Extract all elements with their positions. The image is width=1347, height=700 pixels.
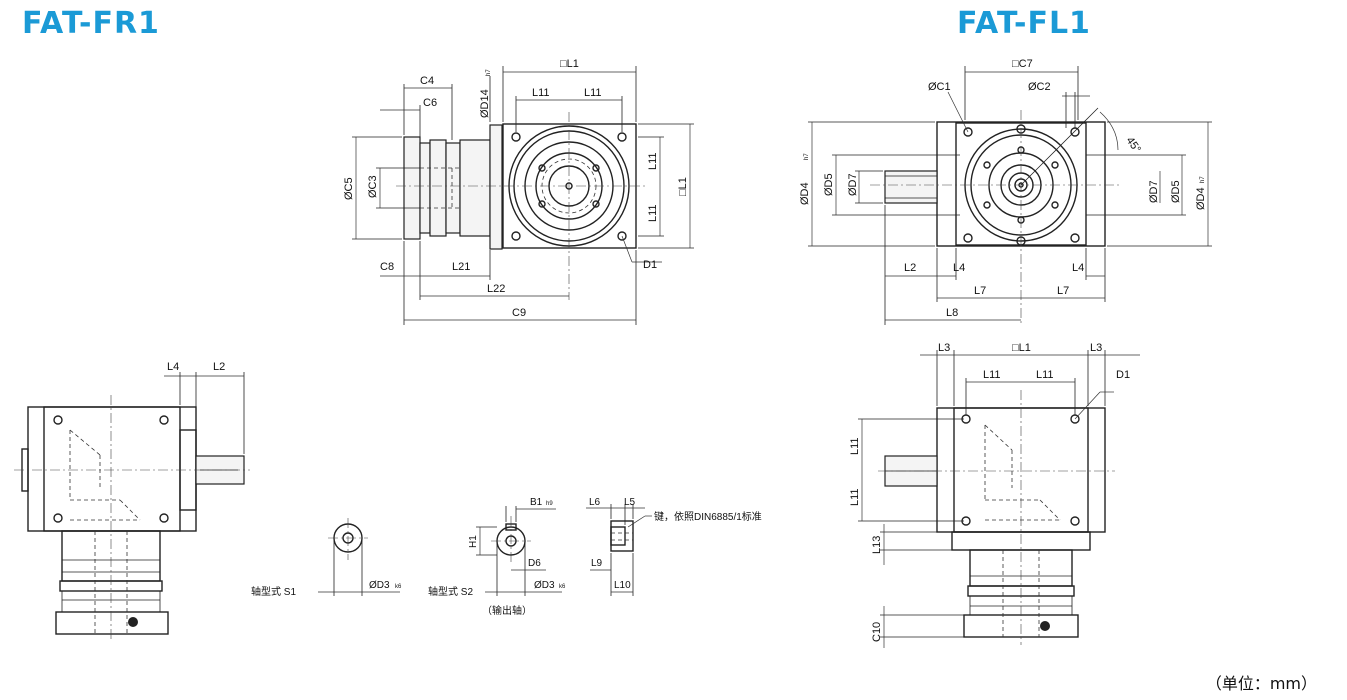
- svg-text:k6: k6: [559, 584, 566, 590]
- dim-OD4: ØD4: [799, 182, 811, 205]
- dim-L10: L10: [614, 580, 631, 591]
- dim-OD7: ØD7: [1148, 180, 1160, 203]
- dim-OD5: ØD5: [823, 173, 835, 196]
- dim-L11: L11: [1036, 369, 1054, 381]
- dim-OD3: ØD3: [534, 580, 555, 591]
- dim-L22: L22: [487, 283, 505, 295]
- dim-L6: L6: [589, 497, 601, 508]
- dim-L4: L4: [167, 361, 179, 373]
- label-shaft-s2: 轴型式 S2: [428, 585, 473, 598]
- dim-L4: L4: [953, 262, 965, 274]
- model-title-fat-fr1: FAT-FR1: [22, 6, 160, 41]
- shaft-details: [318, 504, 652, 596]
- model-title-fat-fl1: FAT-FL1: [957, 6, 1091, 41]
- dim-L3: L3: [1090, 342, 1102, 354]
- dim-L8: L8: [946, 307, 958, 319]
- label-shaft-s1: 轴型式 S1: [251, 585, 296, 598]
- dim-C8: C8: [380, 261, 394, 273]
- dim-L5: L5: [624, 497, 636, 508]
- dim-OC2: ØC2: [1028, 81, 1051, 93]
- dim-C10: C10: [871, 622, 883, 642]
- dim-OC5: ØC5: [343, 177, 355, 200]
- label-key-note: 键，依照DIN6885/1标准: [654, 510, 762, 523]
- dim-L11: L11: [584, 87, 602, 99]
- dim-D1: D1: [643, 259, 657, 271]
- svg-text:□L1: □L1: [560, 58, 579, 70]
- dim-L9: L9: [591, 558, 603, 569]
- dim-L7: L7: [1057, 285, 1069, 297]
- tol-h7: h7: [486, 69, 492, 76]
- dim-OD3: ØD3: [369, 580, 390, 591]
- fl1-side-labels: L3 □L1 L3 L11 L11 D1 L11 L11 L13 C10: [849, 342, 1130, 642]
- svg-text:k6: k6: [395, 584, 402, 590]
- unit-note: （单位：mm）: [1205, 674, 1317, 693]
- dim-L2: L2: [213, 361, 225, 373]
- dim-angle: 45°: [1124, 135, 1143, 156]
- svg-text:□L1: □L1: [677, 177, 689, 196]
- shaft-labels: 轴型式 S1 ØD3 k6 轴型式 S2 ØD3 k6 （输出轴） B1 h9 …: [251, 497, 762, 617]
- fl1-top-view: [808, 66, 1212, 325]
- dim-OC1: ØC1: [928, 81, 951, 93]
- dim-OC3: ØC3: [367, 175, 379, 198]
- dim-H1: H1: [468, 535, 479, 548]
- dim-OD14: ØD14: [479, 89, 491, 118]
- svg-text:h7: h7: [804, 153, 810, 160]
- svg-text:□C7: □C7: [1012, 58, 1033, 70]
- dim-L21: L21: [452, 261, 470, 273]
- dim-L3: L3: [938, 342, 950, 354]
- dim-L11: L11: [983, 369, 1001, 381]
- dim-OD4: ØD4: [1195, 187, 1207, 210]
- svg-text:h9: h9: [546, 501, 553, 507]
- svg-text:□L1: □L1: [1012, 342, 1031, 354]
- fl1-side-view: [858, 350, 1140, 648]
- dim-L13: L13: [871, 536, 883, 554]
- svg-text:h7: h7: [1200, 176, 1206, 183]
- dim-L11: L11: [849, 488, 861, 506]
- fr1-top-labels: □L1 L11 L11 C4 C6 ØD14 h7 L11 L11 □L1 ØC…: [343, 58, 689, 319]
- dim-C6: C6: [423, 97, 437, 109]
- dim-C4: C4: [420, 75, 434, 87]
- dim-L11: L11: [849, 437, 861, 455]
- fl1-top-labels: □C7 ØC1 ØC2 45° ØD4 h7 ØD5 ØD7 ØD7 ØD5 Ø…: [799, 58, 1207, 319]
- dim-L4: L4: [1072, 262, 1084, 274]
- dim-D1: D1: [1116, 369, 1130, 381]
- dim-L7: L7: [974, 285, 986, 297]
- dim-OD5: ØD5: [1170, 180, 1182, 203]
- dim-L11: L11: [647, 204, 659, 222]
- label-output-shaft: （输出轴）: [482, 604, 532, 617]
- dim-C9: C9: [512, 307, 526, 319]
- dim-L2: L2: [904, 262, 916, 274]
- fr1-side-labels: L4 L2: [167, 361, 225, 373]
- dim-OD7: ØD7: [847, 173, 859, 196]
- dim-L11: L11: [647, 152, 659, 170]
- dim-D6: D6: [528, 558, 541, 569]
- dim-B1: B1: [530, 497, 543, 508]
- fr1-side-view: [14, 372, 250, 640]
- fr1-top-view: [352, 66, 694, 325]
- dim-L11: L11: [532, 87, 550, 99]
